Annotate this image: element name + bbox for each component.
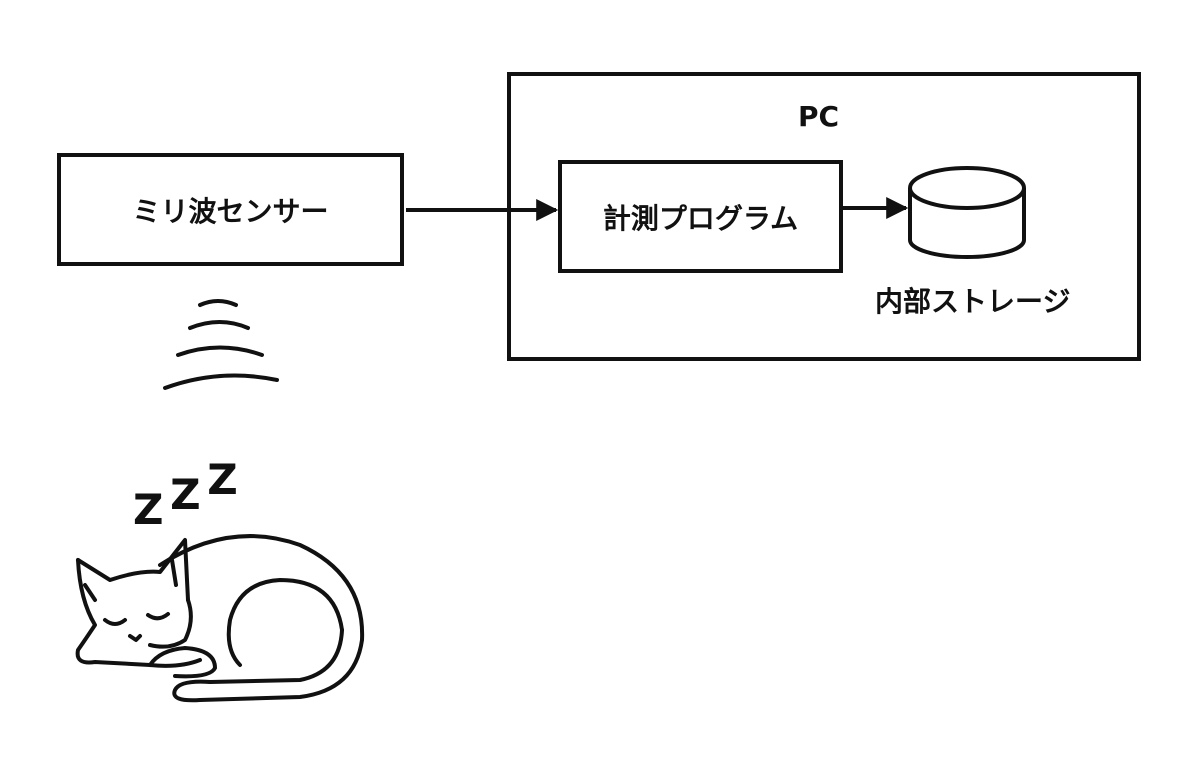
z-letter: Z bbox=[170, 470, 201, 519]
program-label: 計測プログラム bbox=[602, 201, 799, 235]
storage-cylinder-icon bbox=[908, 166, 1026, 259]
sleeping-cat-icon bbox=[75, 534, 365, 703]
storage-label: 内部ストレージ bbox=[875, 285, 1071, 318]
sleeping-z-text: Z Z Z bbox=[133, 455, 238, 534]
radio-wave-icon bbox=[163, 299, 279, 390]
z-letter: Z bbox=[133, 485, 164, 534]
z-space bbox=[197, 455, 208, 504]
sensor-node: ミリ波センサー bbox=[57, 153, 404, 266]
z-space bbox=[159, 455, 170, 504]
sensor-label: ミリ波センサー bbox=[132, 194, 329, 228]
pc-label: PC bbox=[798, 100, 840, 133]
z-letter: Z bbox=[207, 455, 238, 504]
program-node: 計測プログラム bbox=[558, 160, 843, 273]
pc-boundary bbox=[507, 72, 1141, 361]
